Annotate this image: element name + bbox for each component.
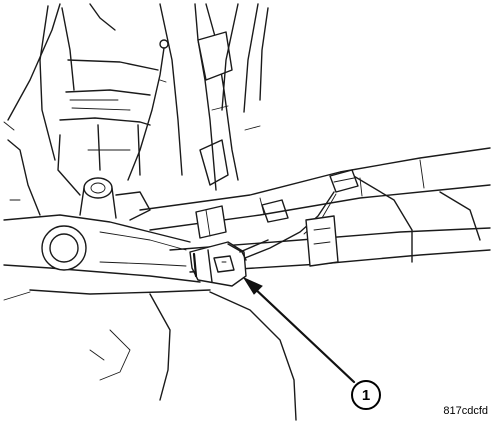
- rail-clip: [195, 199, 339, 267]
- figure-id: 817cdcfd: [443, 405, 488, 417]
- remote-connector: [329, 169, 359, 193]
- pivot-mount: [3, 214, 211, 295]
- target-connector: [189, 239, 269, 287]
- right-upper-members: [221, 3, 269, 131]
- upper-body-structure: [3, 3, 116, 216]
- callout-badge: 1: [351, 380, 381, 410]
- vertical-pillar: [159, 3, 239, 191]
- horizontal-rail: [139, 147, 491, 273]
- callout-number: 1: [362, 387, 370, 404]
- callout-leader: [242, 276, 356, 384]
- cylinder-mount: [79, 177, 151, 221]
- lower-contour: [3, 291, 297, 421]
- upper-bracket-assembly: [57, 59, 159, 196]
- upper-sensor-wire: [127, 39, 169, 181]
